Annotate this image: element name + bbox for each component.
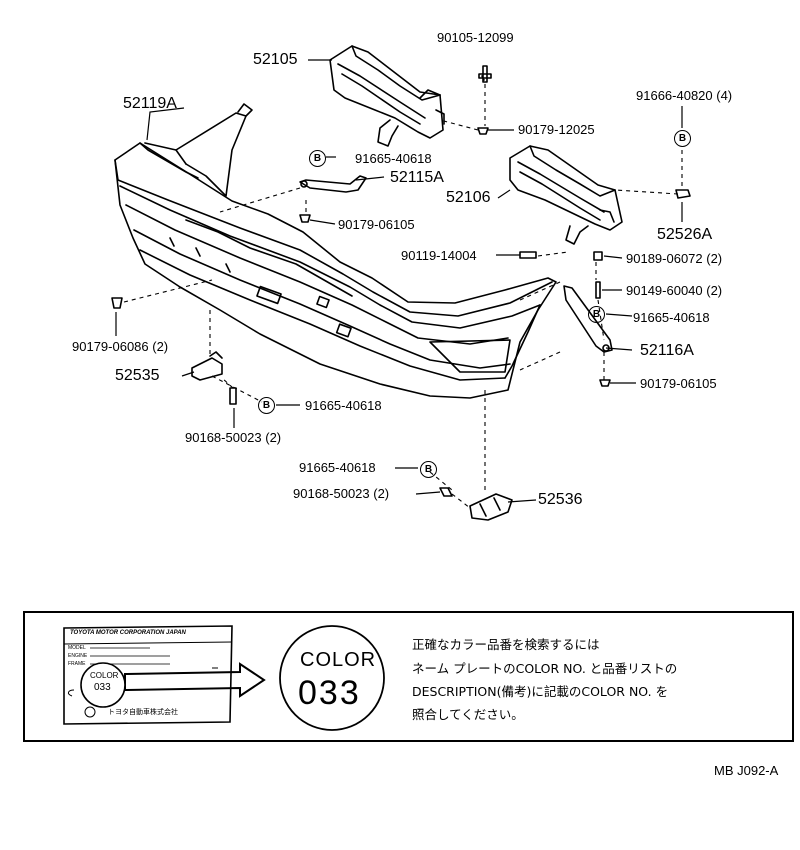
- b-marker-icon: B: [258, 397, 275, 414]
- bracket-bottom-drawing: [469, 493, 513, 521]
- label-stay-left: 52115A: [390, 169, 444, 186]
- label-screw-right-2: 90149-60040 (2): [626, 283, 723, 298]
- label-bolt-top: 90105-12099: [437, 30, 514, 45]
- plate-row-engine: ENGINE: [68, 653, 88, 659]
- bracket-left-drawing: [191, 351, 223, 381]
- name-plate-drawing: [63, 625, 385, 731]
- reinforcement-left-drawing: [329, 45, 445, 147]
- label-bolt-right-qty: 91666-40820 (4): [636, 88, 733, 103]
- label-nut-stay-left: 90179-06105: [338, 217, 415, 232]
- label-reinforcement-right: 52106: [446, 189, 491, 206]
- b-marker-icon: B: [588, 306, 605, 323]
- label-screw-bottom: 90168-50023 (2): [293, 486, 390, 501]
- label-bracket-left: 52535: [115, 367, 160, 384]
- badge-color-label: COLOR: [300, 649, 377, 671]
- label-nut-left-qty: 90179-06086 (2): [72, 339, 169, 354]
- color-badge-circle: [279, 625, 385, 731]
- label-clip-b-left: 91665-40618: [305, 398, 382, 413]
- plate-maker-text: TOYOTA MOTOR CORPORATION JAPAN: [70, 630, 186, 636]
- label-bolt-mid: 90119-14004: [401, 248, 477, 263]
- label-clip-b-upper: 91665-40618: [355, 151, 432, 166]
- b-marker-icon: B: [674, 130, 691, 147]
- badge-color-code: 033: [298, 674, 361, 712]
- label-nut-top: 90179-12025: [518, 122, 595, 137]
- instruction-line-3: DESCRIPTION(備考)に記載のCOLOR NO. を: [412, 684, 669, 699]
- diagram-code: MB J092-A: [714, 763, 779, 778]
- plate-row-frame: FRAME: [68, 661, 86, 667]
- label-clip-b-bottom: 91665-40618: [299, 460, 376, 475]
- instruction-line-1: 正確なカラー品番を検索するには: [412, 637, 600, 652]
- instruction-line-4: 照合してください。: [412, 707, 524, 722]
- color-info-panel: [23, 611, 794, 742]
- b-marker-icon: B: [420, 461, 437, 478]
- label-stay-right: 52116A: [640, 342, 694, 359]
- bumper-cover-drawing: [114, 103, 557, 399]
- instruction-line-2: ネーム プレートのCOLOR NO. と品番リストの: [412, 661, 678, 676]
- b-marker-icon: B: [309, 150, 326, 167]
- label-bracket-bottom: 52536: [538, 491, 583, 508]
- label-bumper-cover: 52119A: [123, 95, 177, 112]
- label-screw-left: 90168-50023 (2): [185, 430, 282, 445]
- label-clip-b-right: 91665-40618: [633, 310, 710, 325]
- label-nut-stay-right: 90179-06105: [640, 376, 717, 391]
- stay-left-drawing: [299, 175, 367, 193]
- label-screw-right-1: 90189-06072 (2): [626, 251, 723, 266]
- stay-right-drawing: [563, 285, 613, 353]
- plate-color-code: 033: [94, 682, 111, 693]
- plate-company-jp: トヨタ自動車株式会社: [108, 708, 178, 716]
- plate-row-model: MODEL: [68, 645, 86, 651]
- arrow-icon: [124, 662, 266, 698]
- reinforcement-right-drawing: [509, 145, 623, 245]
- plate-color-label: COLOR: [90, 671, 119, 680]
- label-reinforcement-left: 52105: [253, 51, 298, 68]
- label-retainer-right: 52526A: [657, 226, 713, 243]
